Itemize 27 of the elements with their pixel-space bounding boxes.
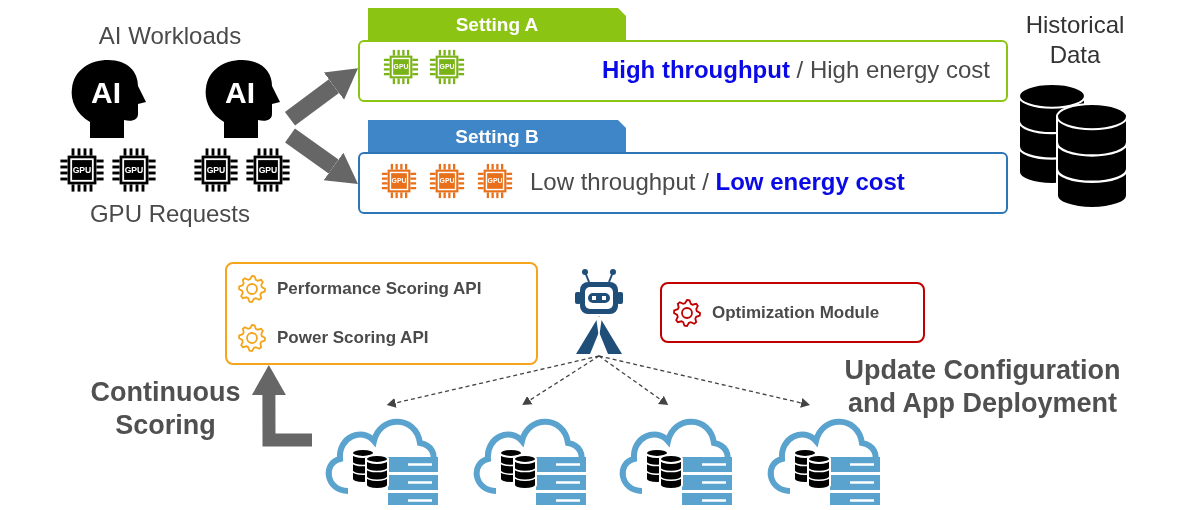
- annotation-text: Update Configuration and App Deployment: [843, 354, 1122, 420]
- api-name: Power Scoring API: [277, 327, 429, 350]
- setting-text: Low throughput / Low energy cost: [530, 168, 906, 196]
- annotation-text: Continuous Scoring: [89, 376, 242, 442]
- arrow: [598, 355, 810, 408]
- heading-text: AI Workloads: [97, 22, 243, 50]
- arrow: [522, 355, 600, 405]
- tab-header: Setting B: [368, 120, 626, 153]
- arrow: [285, 128, 358, 184]
- api-name: Performance Scoring API: [277, 277, 482, 300]
- arrow: [251, 365, 312, 447]
- arrow: [598, 355, 669, 405]
- chip-label: GPU: [124, 164, 144, 176]
- chip-label: GPU: [72, 164, 92, 176]
- tab-header: Setting A: [368, 8, 626, 41]
- head-label: AI: [90, 76, 122, 110]
- api-panel: [660, 282, 925, 343]
- caption-text: GPU Requests: [88, 200, 252, 228]
- head-label: AI: [224, 76, 256, 110]
- arrow: [386, 355, 600, 408]
- setting-text: High throughput / High energy cost: [600, 56, 990, 84]
- api-name: Optimization Module: [712, 301, 880, 324]
- arrow: [284, 68, 358, 126]
- api-panel: [225, 262, 538, 365]
- section-title: Historical Data: [1024, 10, 1126, 70]
- chip-label: GPU: [206, 164, 226, 176]
- chip-label: GPU: [258, 164, 278, 176]
